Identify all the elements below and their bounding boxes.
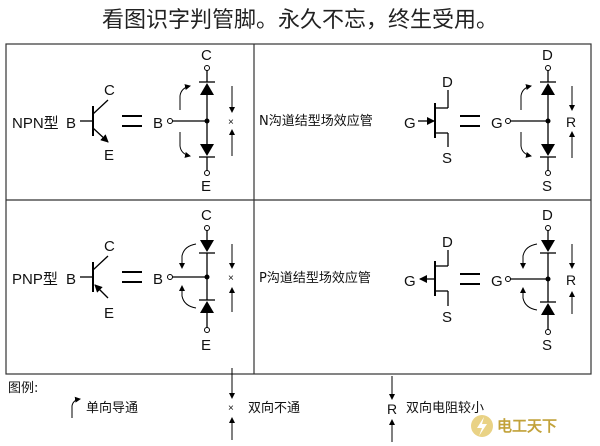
watermark-text: 电工天下 (497, 417, 557, 435)
legend-two-way-block-label: 双向不通 (248, 400, 300, 416)
npn-one-way-arrow-up (179, 84, 191, 110)
pfet-source-eq-label: S (542, 337, 552, 354)
npn-one-way-arrow-down (179, 132, 191, 158)
svg-text:×: × (228, 117, 234, 128)
one-way-arrow-icon (71, 396, 81, 418)
legend-two-way-resistance: R 双向电阻较小 (387, 376, 484, 442)
pnp-transistor-symbol: B C E (66, 238, 115, 322)
pnp-collector-eq-label: C (201, 207, 212, 224)
npn-emitter-label: E (104, 147, 114, 164)
nfet-source-label: S (442, 150, 452, 167)
nfet-gate-label: G (404, 115, 416, 132)
npn-equals-sign (122, 115, 142, 127)
pnp-emitter-label: E (104, 305, 114, 322)
pnp-base-label: B (66, 271, 76, 288)
npn-collector-eq-label: C (201, 47, 212, 64)
page-title: 看图识字判管脚。永久不忘，终生受用。 (102, 8, 498, 33)
pnp-equivalent-circuit: B C E × (153, 207, 235, 354)
pfet-symbol: G D S (404, 234, 453, 326)
npn-label: NPN型 (12, 115, 59, 132)
nfet-label: N沟道结型场效应管 (259, 113, 373, 129)
pfet-source-label: S (442, 309, 452, 326)
pfet-r-label: R (566, 272, 576, 288)
nfet-drain-eq-label: D (542, 47, 553, 64)
block-cross-icon: × (228, 403, 234, 414)
nfet-panel: N沟道结型场效应管 G D S G D (259, 47, 576, 195)
pnp-equals-sign (122, 271, 142, 283)
nfet-equivalent-circuit: G D S R (491, 47, 576, 195)
nfet-gate-eq-label: G (491, 115, 503, 132)
npn-emitter-eq-label: E (201, 178, 211, 195)
pnp-collector-label: C (104, 238, 115, 255)
npn-base-eq-label: B (153, 115, 163, 132)
pfet-label: P沟道结型场效应管 (259, 270, 371, 286)
nfet-symbol: G D S (404, 74, 453, 167)
pnp-label: PNP型 (12, 271, 58, 288)
nfet-r-label: R (566, 114, 576, 130)
watermark-logo: 电工天下 (471, 415, 557, 437)
npn-collector-label: C (104, 82, 115, 99)
pfet-gate-label: G (404, 273, 416, 290)
pfet-gate-eq-label: G (491, 273, 503, 290)
legend: 图例: 单向导通 × 双向不通 R 双向电阻较小 (8, 368, 484, 442)
outer-frame (5, 43, 592, 375)
legend-one-way: 单向导通 (71, 396, 138, 418)
pfet-drain-eq-label: D (542, 207, 553, 224)
nfet-drain-label: D (442, 74, 453, 91)
pnp-emitter-eq-label: E (201, 337, 211, 354)
pnp-panel: PNP型 B C E B C (12, 207, 235, 354)
npn-transistor-symbol: B C E (66, 82, 115, 164)
pfet-panel: P沟道结型场效应管 G D S G D (259, 207, 576, 354)
npn-equivalent-circuit: B C E × (153, 47, 235, 195)
pfet-equals-sign (460, 273, 480, 285)
npn-panel: NPN型 B C E B C (12, 47, 235, 195)
npn-base-label: B (66, 115, 76, 132)
legend-title: 图例: (8, 381, 38, 396)
nfet-equals-sign (460, 115, 480, 127)
nfet-source-eq-label: S (542, 178, 552, 195)
svg-text:×: × (228, 273, 234, 284)
legend-two-way-resistance-label: 双向电阻较小 (406, 400, 484, 416)
pfet-drain-label: D (442, 234, 453, 251)
legend-two-way-block: × 双向不通 (228, 368, 300, 440)
legend-r-symbol: R (387, 401, 397, 417)
pfet-equivalent-circuit: G D S R (491, 207, 576, 354)
legend-one-way-label: 单向导通 (86, 400, 138, 416)
pnp-base-eq-label: B (153, 271, 163, 288)
